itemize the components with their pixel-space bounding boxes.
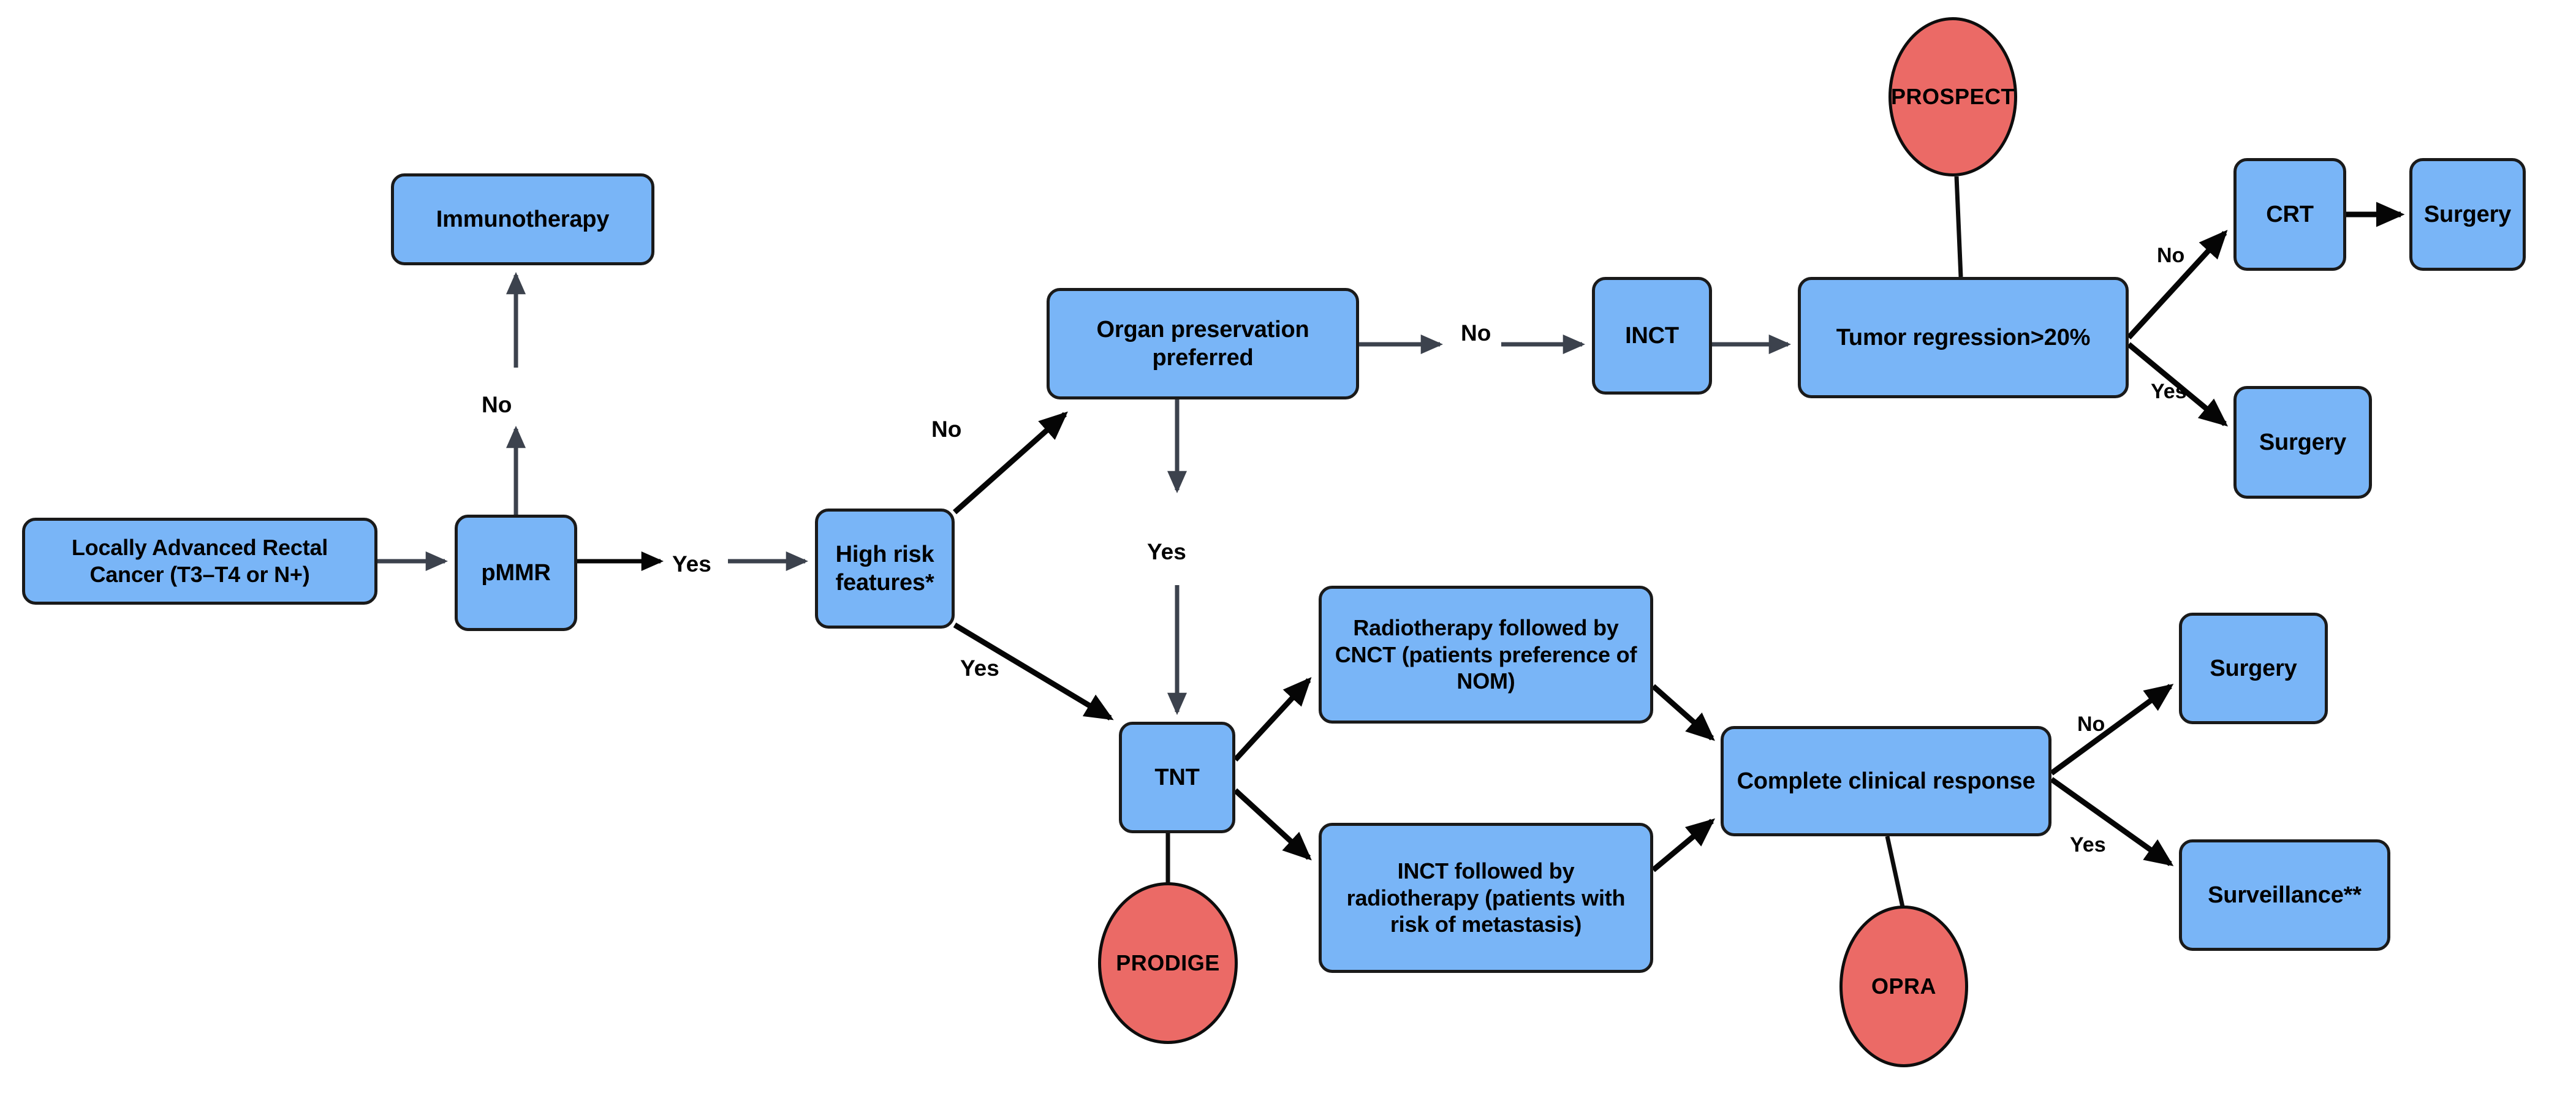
edge-label-no-inct: No bbox=[1461, 320, 1491, 346]
node-radiotherapy-followed-by-cnct[interactable]: Radiotherapy followed by CNCT (patients … bbox=[1319, 586, 1653, 724]
edge-label-no-crt: No bbox=[2157, 244, 2185, 267]
node-immunotherapy[interactable]: Immunotherapy bbox=[391, 173, 654, 265]
edge-label-yes-high-risk: Yes bbox=[672, 551, 711, 577]
node-organ-preservation-preferred[interactable]: Organ preservation preferred bbox=[1047, 288, 1359, 399]
node-surgery-bottom-right[interactable]: Surgery bbox=[2179, 613, 2328, 724]
edge-label-yes-surveillance: Yes bbox=[2070, 833, 2106, 857]
node-inct-followed-by-radiotherapy[interactable]: INCT followed by radiotherapy (patients … bbox=[1319, 823, 1653, 973]
node-tumor-regression[interactable]: Tumor regression>20% bbox=[1798, 277, 2129, 398]
edge-label-no-immunotherapy: No bbox=[482, 392, 512, 417]
node-surveillance[interactable]: Surveillance** bbox=[2179, 839, 2390, 951]
node-crt[interactable]: CRT bbox=[2233, 158, 2346, 271]
node-trial-opra[interactable]: OPRA bbox=[1839, 906, 1968, 1067]
node-inct[interactable]: INCT bbox=[1592, 277, 1712, 395]
node-tnt[interactable]: TNT bbox=[1119, 722, 1235, 833]
node-trial-prodige[interactable]: PRODIGE bbox=[1098, 882, 1238, 1044]
node-high-risk-features[interactable]: High risk features* bbox=[815, 509, 955, 629]
edge-tnt-to-rtcnct bbox=[1233, 677, 1312, 762]
edge-highrisk-no-to-organ bbox=[953, 411, 1068, 515]
node-trial-prospect[interactable]: PROSPECT bbox=[1888, 17, 2017, 176]
node-complete-clinical-response[interactable]: Complete clinical response bbox=[1721, 726, 2051, 836]
edge-label-yes-surgery-mid: Yes bbox=[2151, 380, 2187, 403]
edge-label-yes-tnt: Yes bbox=[960, 656, 999, 681]
edge-ccr-to-opra bbox=[1885, 836, 1905, 907]
edge-inctrt-to-ccr bbox=[1651, 818, 1716, 872]
edge-label-yes-organ-to-tnt: Yes bbox=[1147, 539, 1186, 564]
edge-label-no-surgery-bottom-right: No bbox=[2077, 713, 2105, 736]
node-pmmr[interactable]: pMMR bbox=[455, 515, 577, 631]
edge-ccr-no-to-surgery bbox=[2050, 684, 2174, 776]
edge-rtcnct-to-ccr bbox=[1651, 684, 1715, 741]
node-locally-advanced-rectal-cancer[interactable]: Locally Advanced Rectal Cancer (T3–T4 or… bbox=[22, 518, 377, 605]
edge-tnt-to-inctrt bbox=[1233, 788, 1312, 861]
edge-label-no-organ-preservation: No bbox=[931, 417, 962, 442]
node-surgery-mid[interactable]: Surgery bbox=[2233, 386, 2372, 499]
edge-prospect-to-tumorregression bbox=[1954, 176, 1963, 278]
node-surgery-top[interactable]: Surgery bbox=[2409, 158, 2526, 271]
